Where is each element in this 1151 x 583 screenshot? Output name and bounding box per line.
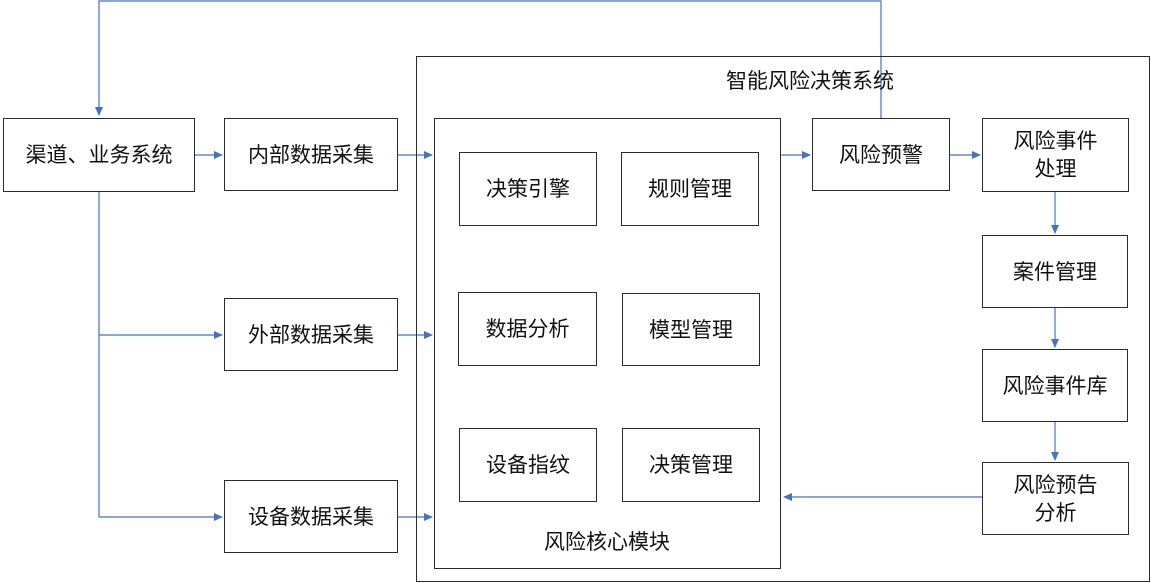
node-model-mgmt: 模型管理 (622, 293, 760, 366)
node-risk-event-db: 风险事件库 (982, 349, 1128, 422)
system-title: 智能风险决策系统 (726, 69, 894, 93)
node-rule-mgmt: 规则管理 (621, 152, 759, 226)
node-device-collect: 设备数据采集 (224, 480, 398, 553)
node-decision-engine: 决策引擎 (459, 152, 597, 226)
node-device-fingerprint: 设备指纹 (459, 428, 597, 502)
node-internal-collect: 内部数据采集 (224, 118, 398, 191)
node-channel: 渠道、业务系统 (3, 118, 195, 192)
node-risk-event-handle: 风险事件 处理 (982, 118, 1129, 192)
core-module-container (434, 118, 781, 569)
system-container (416, 56, 1150, 582)
node-external-collect: 外部数据采集 (224, 298, 398, 371)
node-decision-mgmt: 决策管理 (622, 428, 760, 502)
node-data-analysis: 数据分析 (458, 292, 597, 366)
node-risk-forecast: 风险预告 分析 (982, 462, 1129, 535)
core-module-title: 风险核心模块 (544, 530, 670, 554)
node-risk-alert: 风险预警 (812, 118, 950, 191)
node-case-mgmt: 案件管理 (982, 235, 1128, 308)
edge-alert-to-channel (95, 0, 882, 118)
